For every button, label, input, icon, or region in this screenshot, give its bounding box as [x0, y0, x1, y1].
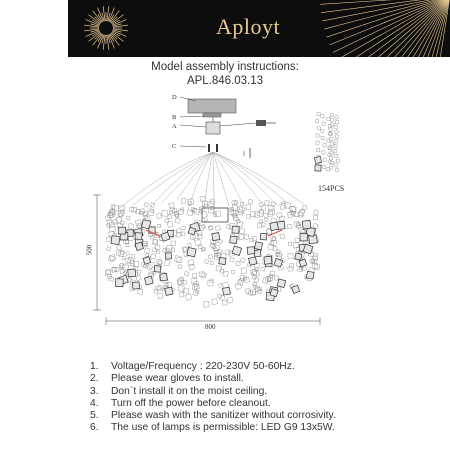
height-label: 500	[85, 244, 94, 256]
instruction-item: 6.The use of lamps is permissible: LED G…	[90, 422, 335, 434]
crystal-strand-detail	[313, 112, 340, 173]
ceiling-canopy	[187, 98, 237, 114]
part-label-b: B	[172, 114, 177, 121]
part-label-d: D	[172, 94, 177, 101]
brand-banner: Aployt	[68, 0, 450, 57]
suspension-wires	[119, 151, 305, 215]
part-label-a: A	[172, 123, 177, 130]
instruction-item: 5.Please wash with the sanitizer without…	[90, 410, 336, 422]
part-label-c: C	[172, 143, 176, 150]
model-number: APL.846.03.13	[186, 75, 264, 87]
instruction-item: 4.Turn off the power before cleanout.	[90, 397, 271, 409]
width-label: 800	[205, 323, 216, 331]
crystal-cluster	[104, 195, 321, 308]
brand-name: Aployt	[216, 14, 281, 39]
instruction-item: 3.Don`t install it on the moist ceiling.	[90, 385, 268, 397]
mount-plate	[202, 112, 222, 118]
instruction-item: 1.Voltage/Frequency : 220-230V 50-60Hz.	[90, 361, 295, 372]
instructions-list: 1.Voltage/Frequency : 220-230V 50-60Hz. …	[90, 361, 336, 435]
central-body	[201, 207, 229, 223]
wire-connector	[256, 120, 266, 126]
sunburst-logo-icon	[84, 0, 450, 57]
pieces-count-label: 154PCS	[318, 184, 345, 193]
junction-box	[205, 121, 221, 135]
chandelier-drawing: D B A C	[93, 94, 340, 325]
page-title: Model assembly instructions:	[151, 61, 299, 73]
instruction-item: 2.Please wear gloves to install.	[90, 373, 244, 385]
